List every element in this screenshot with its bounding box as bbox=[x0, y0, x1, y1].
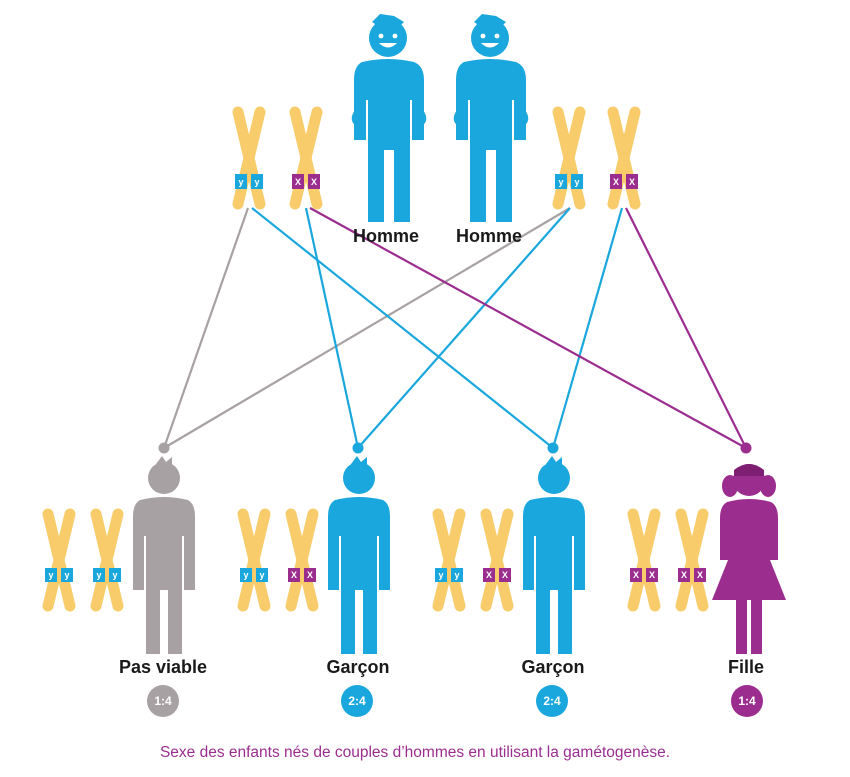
parent1-chromosomes: y y X X bbox=[235, 112, 320, 204]
parent2-label: Homme bbox=[456, 226, 522, 246]
chromosome-band: X bbox=[649, 570, 655, 580]
child-label: Garçon bbox=[521, 657, 584, 677]
connection-lines bbox=[158, 207, 752, 454]
chromosome-pair-xx: X X bbox=[288, 514, 316, 606]
line-parent2-y-to-nonviable bbox=[163, 207, 571, 449]
chromosome-band: X bbox=[633, 570, 639, 580]
chromosome-band: X bbox=[613, 177, 619, 187]
chromosome-band: X bbox=[307, 570, 313, 580]
chromosome-band: y bbox=[574, 177, 579, 187]
chromosome-pair-yy: y y bbox=[45, 514, 73, 606]
chromosome-band: X bbox=[295, 177, 301, 187]
chromosome-pair-yy: y y bbox=[235, 112, 263, 204]
chromosome-pair-yy: y y bbox=[240, 514, 268, 606]
chromosome-pair-xx: X X bbox=[292, 112, 320, 204]
chromosome-band: y bbox=[96, 570, 101, 580]
line-parent2-y-to-boy1 bbox=[357, 207, 571, 449]
line-parent2-x-to-girl bbox=[625, 207, 747, 449]
chromosome-band: X bbox=[681, 570, 687, 580]
parent1-label: Homme bbox=[353, 226, 419, 246]
ratio-badge bbox=[147, 685, 179, 717]
chromosome-band: y bbox=[438, 570, 443, 580]
junction-dot-nonviable bbox=[158, 442, 170, 454]
chromosome-pair-xx: X X bbox=[610, 112, 638, 204]
line-parent1-x-to-girl bbox=[309, 207, 747, 449]
child-figure-purple bbox=[712, 464, 786, 654]
chromosome-band: X bbox=[291, 570, 297, 580]
chromosome-band: y bbox=[243, 570, 248, 580]
chromosome-band: y bbox=[238, 177, 243, 187]
chromosome-band: X bbox=[502, 570, 508, 580]
chromosome-pair-xx: X X bbox=[678, 514, 706, 606]
child-nonviable: y y y y Pas viable 1:4 bbox=[45, 456, 207, 717]
child-figure-blue bbox=[328, 456, 390, 654]
child-figure-blue bbox=[523, 456, 585, 654]
chromosome-pair-xx: X X bbox=[630, 514, 658, 606]
child-boy-2: y y X X Garçon 2:4 bbox=[435, 456, 585, 717]
line-parent1-y-to-boy2 bbox=[251, 207, 554, 449]
parent2-figure bbox=[453, 14, 529, 222]
chromosome-pair-yy: y y bbox=[93, 514, 121, 606]
chromosome-band: y bbox=[64, 570, 69, 580]
chromosome-band: y bbox=[259, 570, 264, 580]
caption: Sexe des enfants nés de couples d’hommes… bbox=[160, 744, 670, 761]
child-label: Fille bbox=[728, 657, 764, 677]
line-parent1-x-to-boy1 bbox=[304, 207, 360, 449]
chromosome-band: X bbox=[486, 570, 492, 580]
chromosome-band: X bbox=[311, 177, 317, 187]
junction-dot-boy1 bbox=[352, 442, 364, 454]
chromosome-band: y bbox=[112, 570, 117, 580]
chromosome-pair-yy: y y bbox=[555, 112, 583, 204]
child-girl: X X X X Fille 1:4 bbox=[630, 464, 786, 717]
child-label: Pas viable bbox=[119, 657, 207, 677]
chromosome-pair-yy: y y bbox=[435, 514, 463, 606]
ratio-text: 1:4 bbox=[738, 694, 756, 708]
ratio-text: 2:4 bbox=[543, 694, 561, 708]
child-figure-gray bbox=[133, 456, 195, 654]
ratio-badge bbox=[731, 685, 763, 717]
parent2-chromosomes: y y X X bbox=[555, 112, 638, 204]
ratio-badge bbox=[341, 685, 373, 717]
child-boy-1: y y X X Garçon 2:4 bbox=[240, 456, 390, 717]
ratio-text: 1:4 bbox=[154, 694, 172, 708]
child-label: Garçon bbox=[326, 657, 389, 677]
chromosome-band: y bbox=[254, 177, 259, 187]
junction-dot-boy2 bbox=[547, 442, 559, 454]
chromosome-pair-xx: X X bbox=[483, 514, 511, 606]
junction-dot-girl bbox=[740, 442, 752, 454]
ratio-text: 2:4 bbox=[348, 694, 366, 708]
line-parent2-x-to-boy2 bbox=[551, 207, 624, 449]
ratio-badge bbox=[536, 685, 568, 717]
chromosome-band: y bbox=[48, 570, 53, 580]
chromosome-band: X bbox=[629, 177, 635, 187]
line-parent1-y-to-nonviable bbox=[162, 207, 250, 449]
parent1-figure bbox=[351, 14, 427, 222]
chromosome-band: y bbox=[454, 570, 459, 580]
chromosome-band: X bbox=[697, 570, 703, 580]
chromosome-band: y bbox=[558, 177, 563, 187]
